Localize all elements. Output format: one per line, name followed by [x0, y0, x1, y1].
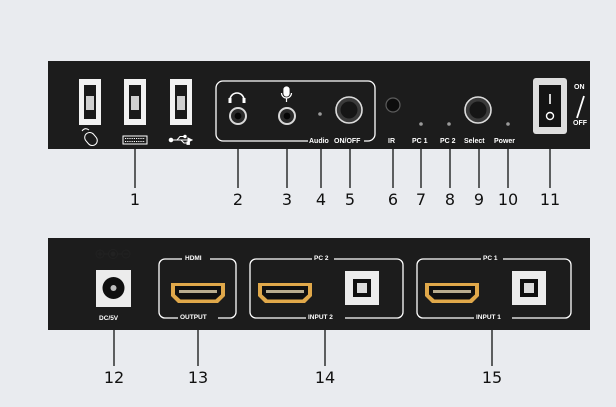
- pc1-led: [419, 122, 423, 126]
- usb-b-port-input2: [345, 271, 379, 305]
- audio-label: Audio: [309, 138, 329, 145]
- dc-label: DC/5V: [99, 315, 119, 322]
- switch-slash: [576, 95, 585, 119]
- pc1-label: PC 1: [412, 138, 428, 145]
- ir-sensor: [385, 97, 401, 113]
- usb-icon: [168, 134, 194, 145]
- output-group-outline: [158, 258, 237, 319]
- microphone-icon: [280, 86, 293, 102]
- input2-group-outline: [249, 258, 404, 319]
- input1-label: INPUT 1: [476, 314, 501, 321]
- onoff-label: ON/OFF: [334, 138, 361, 145]
- callout-12: 12: [103, 368, 125, 387]
- select-label: Select: [464, 138, 485, 145]
- pc2-input-label: PC 2: [314, 255, 329, 262]
- callout-13: 13: [187, 368, 209, 387]
- keyboard-icon: [122, 135, 148, 145]
- audio-led: [318, 112, 322, 116]
- callout-4: 4: [315, 190, 327, 209]
- output-label: OUTPUT: [180, 314, 207, 321]
- headphone-icon: [228, 92, 246, 103]
- audio-group-outline: [215, 80, 376, 142]
- pc1-input-label: PC 1: [483, 255, 498, 262]
- callout-6: 6: [387, 190, 399, 209]
- rear-panel: [48, 238, 590, 330]
- input2-label: INPUT 2: [308, 314, 333, 321]
- mouse-icon: [81, 128, 98, 147]
- hdmi-port-input2: [258, 283, 312, 303]
- polarity-icon: [95, 249, 131, 259]
- switch-off-label: OFF: [573, 120, 587, 127]
- callout-5: 5: [344, 190, 356, 209]
- power-led: [506, 122, 510, 126]
- usb-b-port-input1: [512, 271, 546, 305]
- microphone-jack: [278, 107, 296, 125]
- callout-1: 1: [129, 190, 141, 209]
- power-switch: [533, 78, 567, 134]
- usb-port-mouse: [79, 79, 101, 125]
- callout-9: 9: [473, 190, 485, 209]
- callout-15: 15: [481, 368, 503, 387]
- pc2-led: [447, 122, 451, 126]
- headphone-jack: [229, 107, 247, 125]
- input1-group-outline: [416, 258, 572, 319]
- hdmi-label: HDMI: [185, 255, 202, 262]
- dc-jack: [96, 270, 131, 307]
- callout-3: 3: [281, 190, 293, 209]
- callout-2: 2: [232, 190, 244, 209]
- select-button: [464, 96, 492, 124]
- callout-14: 14: [314, 368, 336, 387]
- switch-on-label: ON: [574, 84, 585, 91]
- callout-10: 10: [497, 190, 519, 209]
- audio-onoff-button: [335, 96, 363, 124]
- ir-label: IR: [388, 138, 395, 145]
- callout-lines: [113, 149, 551, 366]
- pc2-label: PC 2: [440, 138, 456, 145]
- usb-port-keyboard: [124, 79, 146, 125]
- usb-port-usb: [170, 79, 192, 125]
- callout-8: 8: [444, 190, 456, 209]
- hdmi-port-output: [171, 283, 225, 303]
- power-label: Power: [494, 138, 516, 145]
- hdmi-port-input1: [425, 283, 479, 303]
- callout-11: 11: [539, 190, 561, 209]
- callout-7: 7: [415, 190, 427, 209]
